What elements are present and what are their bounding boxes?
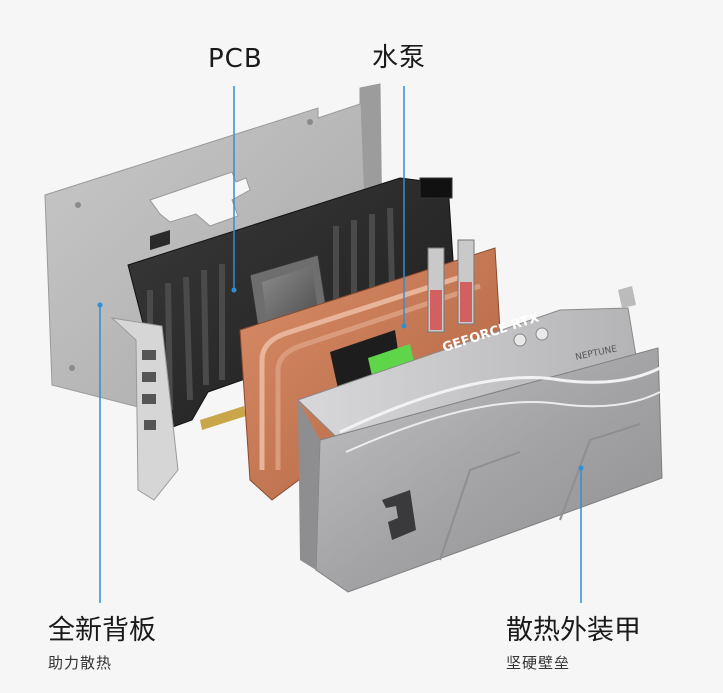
label-shroud-subtitle: 坚硬壁垒 bbox=[506, 654, 571, 672]
label-backplate-title: 全新背板 bbox=[48, 615, 156, 646]
display-port bbox=[142, 394, 156, 404]
screw-hole bbox=[307, 119, 313, 125]
label-backplate-subtitle: 助力散热 bbox=[48, 654, 113, 672]
display-port bbox=[142, 350, 156, 360]
label-pcb: PCB bbox=[208, 44, 263, 74]
screw-hole bbox=[69, 365, 75, 371]
leader-dot-pump bbox=[401, 323, 407, 329]
hdmi-port bbox=[144, 420, 156, 430]
leader-dot-pcb bbox=[231, 287, 237, 293]
pump-green-module bbox=[368, 344, 414, 376]
power-connector bbox=[419, 177, 453, 199]
pcie-connector bbox=[200, 406, 246, 430]
brand-emblem-icon bbox=[382, 490, 416, 540]
leader-lines bbox=[97, 86, 584, 603]
label-shroud-title: 散热外装甲 bbox=[506, 615, 641, 646]
io-bracket bbox=[110, 317, 179, 501]
pcb-board bbox=[127, 177, 457, 430]
leader-dot-shroud bbox=[578, 465, 584, 471]
display-port bbox=[142, 372, 156, 382]
leader-dot-backplate bbox=[97, 302, 103, 308]
label-pump: 水泵 bbox=[372, 43, 427, 73]
screw-hole bbox=[75, 202, 81, 208]
shroud-armor: GEFORCE RTX NEPTUNE bbox=[297, 286, 663, 593]
